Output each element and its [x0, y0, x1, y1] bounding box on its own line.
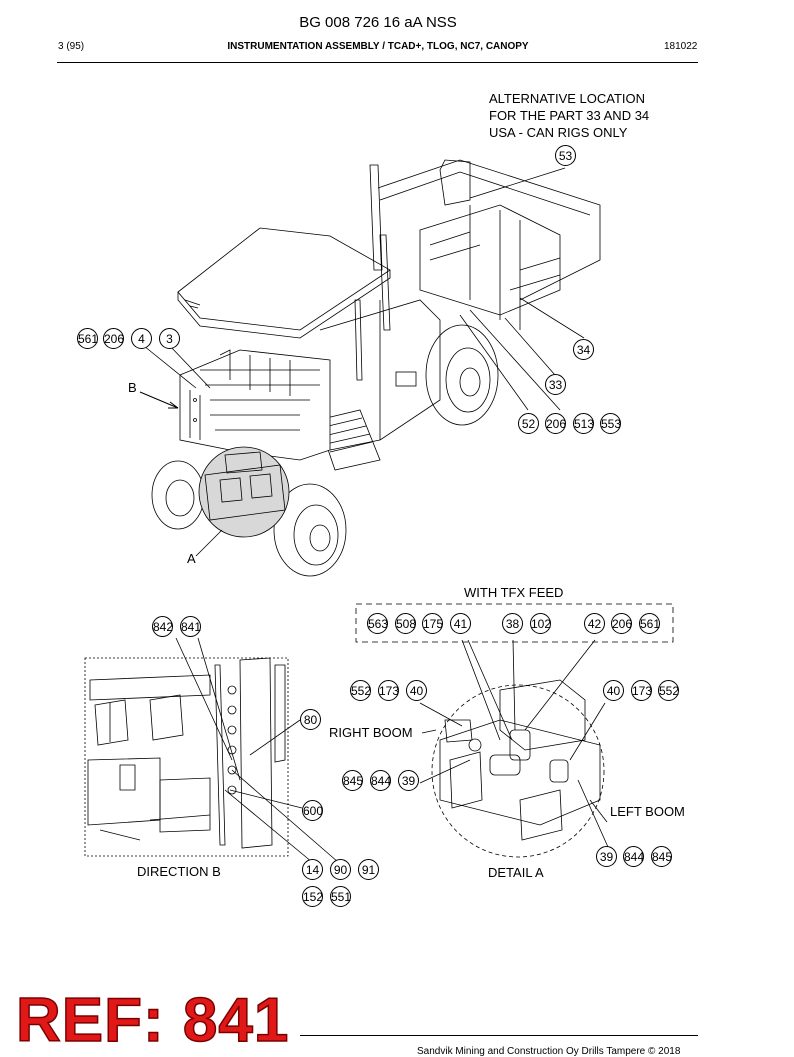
detail-a-view [355, 603, 674, 858]
part-callout[interactable]: 600 [302, 800, 323, 821]
part-callout[interactable]: 513 [573, 413, 594, 434]
part-callout[interactable]: 845 [651, 846, 672, 867]
part-callout[interactable]: 102 [530, 613, 551, 634]
part-callout[interactable]: 844 [370, 770, 391, 791]
part-callout[interactable]: 553 [600, 413, 621, 434]
page-title: INSTRUMENTATION ASSEMBLY / TCAD+, TLOG, … [227, 41, 529, 52]
page-number: 3 (95) [58, 41, 85, 52]
reference-stamp: REF: 841 [15, 985, 290, 1056]
part-callout[interactable]: 39 [596, 846, 617, 867]
part-callout[interactable]: 845 [342, 770, 363, 791]
part-callout[interactable]: 42 [584, 613, 605, 634]
part-callout[interactable]: 34 [573, 339, 594, 360]
view-b-marker: B [128, 380, 137, 395]
part-callout[interactable]: 552 [658, 680, 679, 701]
header-rule [57, 62, 698, 63]
revision-date: 181022 [664, 41, 698, 52]
direction-b-view [84, 637, 339, 863]
copyright-footer: Sandvik Mining and Construction Oy Drill… [417, 1046, 681, 1057]
part-callout[interactable]: 844 [623, 846, 644, 867]
direction-b-caption: DIRECTION B [137, 864, 221, 879]
part-callout[interactable]: 38 [502, 613, 523, 634]
part-callout[interactable]: 53 [555, 145, 576, 166]
part-callout[interactable]: 39 [398, 770, 419, 791]
part-callout[interactable]: 552 [350, 680, 371, 701]
machine-isometric-view [139, 159, 601, 577]
part-callout[interactable]: 152 [302, 886, 323, 907]
left-boom-label: LEFT BOOM [610, 804, 685, 819]
alternative-location-note: ALTERNATIVE LOCATION FOR THE PART 33 AND… [489, 91, 650, 140]
detail-a-caption: DETAIL A [488, 865, 544, 880]
part-callout[interactable]: 561 [77, 328, 98, 349]
part-callout[interactable]: 173 [378, 680, 399, 701]
part-callout[interactable]: 842 [152, 616, 173, 637]
right-boom-label: RIGHT BOOM [329, 725, 413, 740]
footer-rule [300, 1035, 698, 1036]
part-callout[interactable]: 80 [300, 709, 321, 730]
part-callout[interactable]: 206 [611, 613, 632, 634]
part-callout[interactable]: 563 [367, 613, 388, 634]
part-callout[interactable]: 841 [180, 616, 201, 637]
part-callout[interactable]: 41 [450, 613, 471, 634]
part-callout[interactable]: 33 [545, 374, 566, 395]
part-callout[interactable]: 4 [131, 328, 152, 349]
part-callout[interactable]: 40 [406, 680, 427, 701]
part-callout[interactable]: 14 [302, 859, 323, 880]
part-callout[interactable]: 52 [518, 413, 539, 434]
part-callout[interactable]: 3 [159, 328, 180, 349]
part-callout[interactable]: 206 [545, 413, 566, 434]
part-callout[interactable]: 175 [422, 613, 443, 634]
part-callout[interactable]: 551 [330, 886, 351, 907]
document-id: BG 008 726 16 aA NSS [299, 14, 457, 31]
part-callout[interactable]: 40 [603, 680, 624, 701]
tfx-feed-title: WITH TFX FEED [464, 585, 564, 600]
part-callout[interactable]: 91 [358, 859, 379, 880]
part-callout[interactable]: 90 [330, 859, 351, 880]
part-callout[interactable]: 508 [395, 613, 416, 634]
view-a-marker: A [187, 551, 196, 566]
part-callout[interactable]: 206 [103, 328, 124, 349]
part-callout[interactable]: 173 [631, 680, 652, 701]
part-callout[interactable]: 561 [639, 613, 660, 634]
